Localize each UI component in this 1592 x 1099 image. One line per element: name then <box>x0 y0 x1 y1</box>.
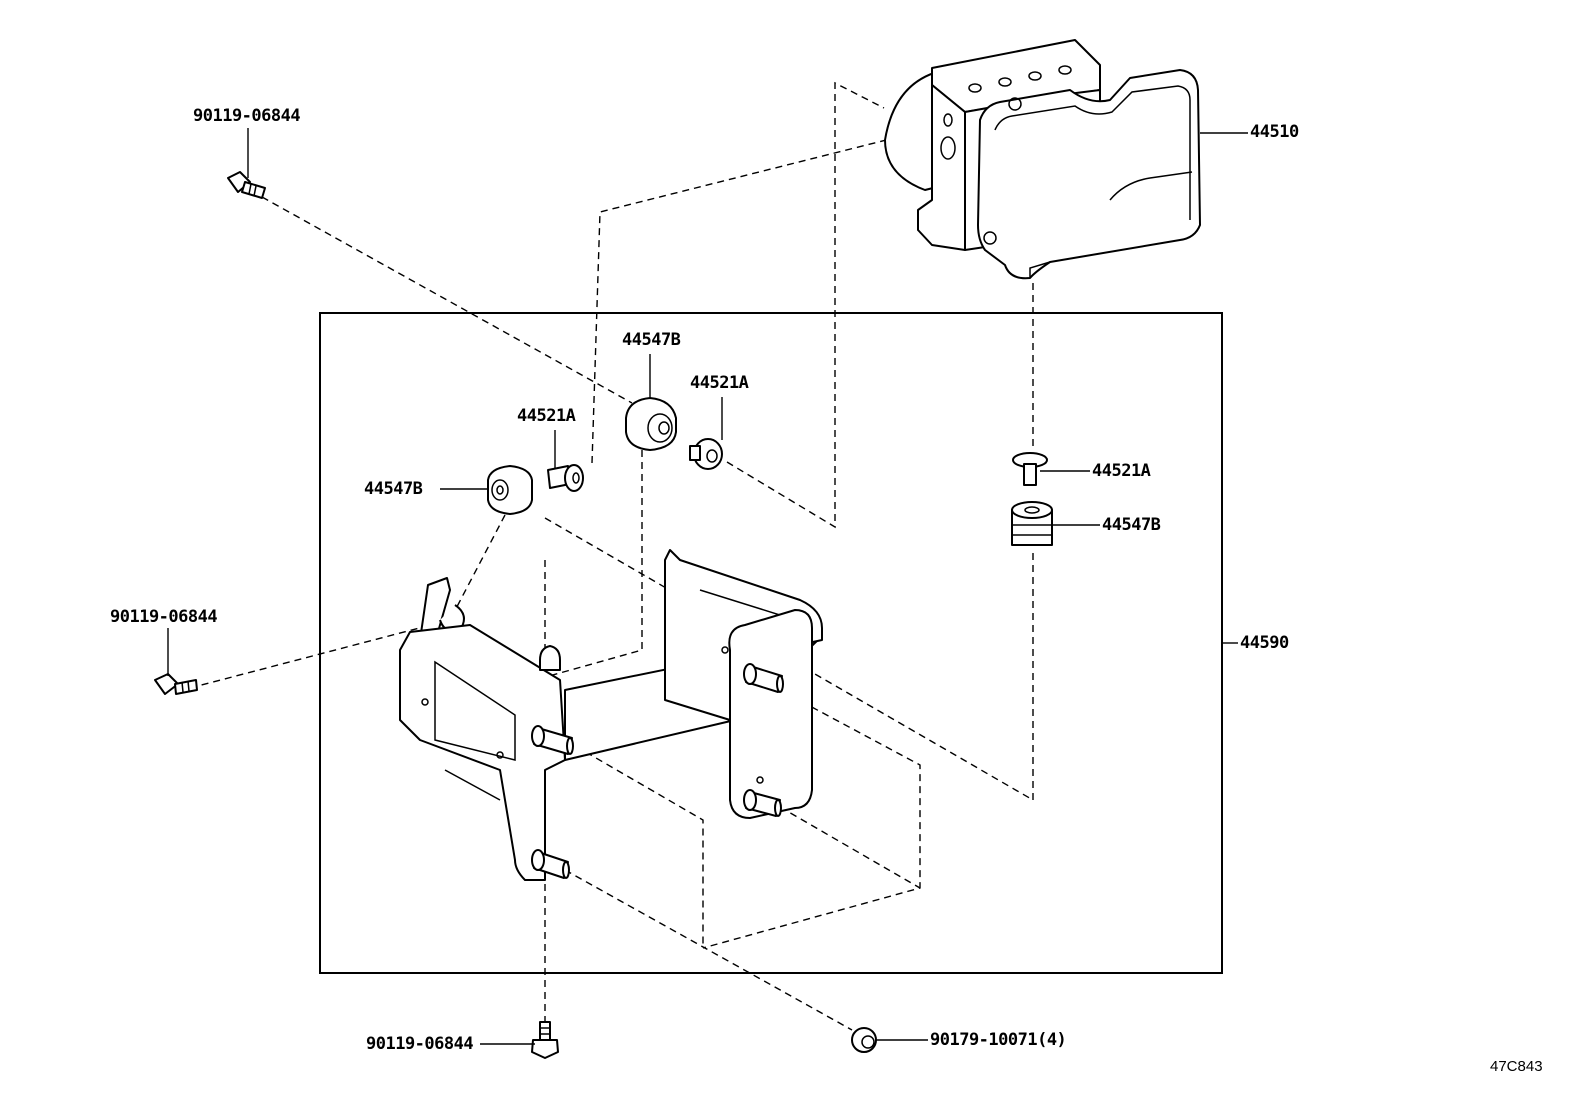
collar-left <box>547 464 584 492</box>
label-cushion-upper: 44547B <box>622 330 681 350</box>
diagram-code: 47C843 <box>1490 1058 1543 1075</box>
label-bolt-mid-left: 90119-06844 <box>110 607 218 627</box>
label-collar-left: 44521A <box>517 406 576 426</box>
label-cushion-left: 44547B <box>364 479 423 499</box>
label-actuator: 44510 <box>1250 122 1299 142</box>
collar-right <box>1012 452 1048 486</box>
assembly-lines <box>189 81 1034 1031</box>
stud-rear-lower <box>743 789 782 817</box>
mounting-bracket <box>399 549 823 881</box>
bolt-top-left <box>227 171 266 199</box>
cushion-left <box>487 465 533 515</box>
stud-rear-upper <box>743 663 784 693</box>
stud-front-upper <box>531 725 574 755</box>
cushion-upper <box>625 397 677 451</box>
label-collar-right: 44521A <box>1092 461 1151 481</box>
label-nut-bottom: 90179-10071(4) <box>930 1030 1067 1050</box>
abs-actuator <box>884 39 1201 280</box>
nut-bottom <box>851 1027 877 1053</box>
collar-upper <box>689 438 723 470</box>
bolt-mid-left <box>154 673 198 695</box>
cushion-right <box>1011 501 1053 546</box>
label-bolt-bottom: 90119-06844 <box>366 1034 474 1054</box>
label-bracket-assy: 44590 <box>1240 633 1289 653</box>
label-collar-upper: 44521A <box>690 373 749 393</box>
label-bolt-top-left: 90119-06844 <box>193 106 301 126</box>
stud-front-lower <box>531 849 570 879</box>
label-cushion-right: 44547B <box>1102 515 1161 535</box>
bolt-bottom <box>531 1021 559 1059</box>
leader-lines <box>167 128 1248 1045</box>
